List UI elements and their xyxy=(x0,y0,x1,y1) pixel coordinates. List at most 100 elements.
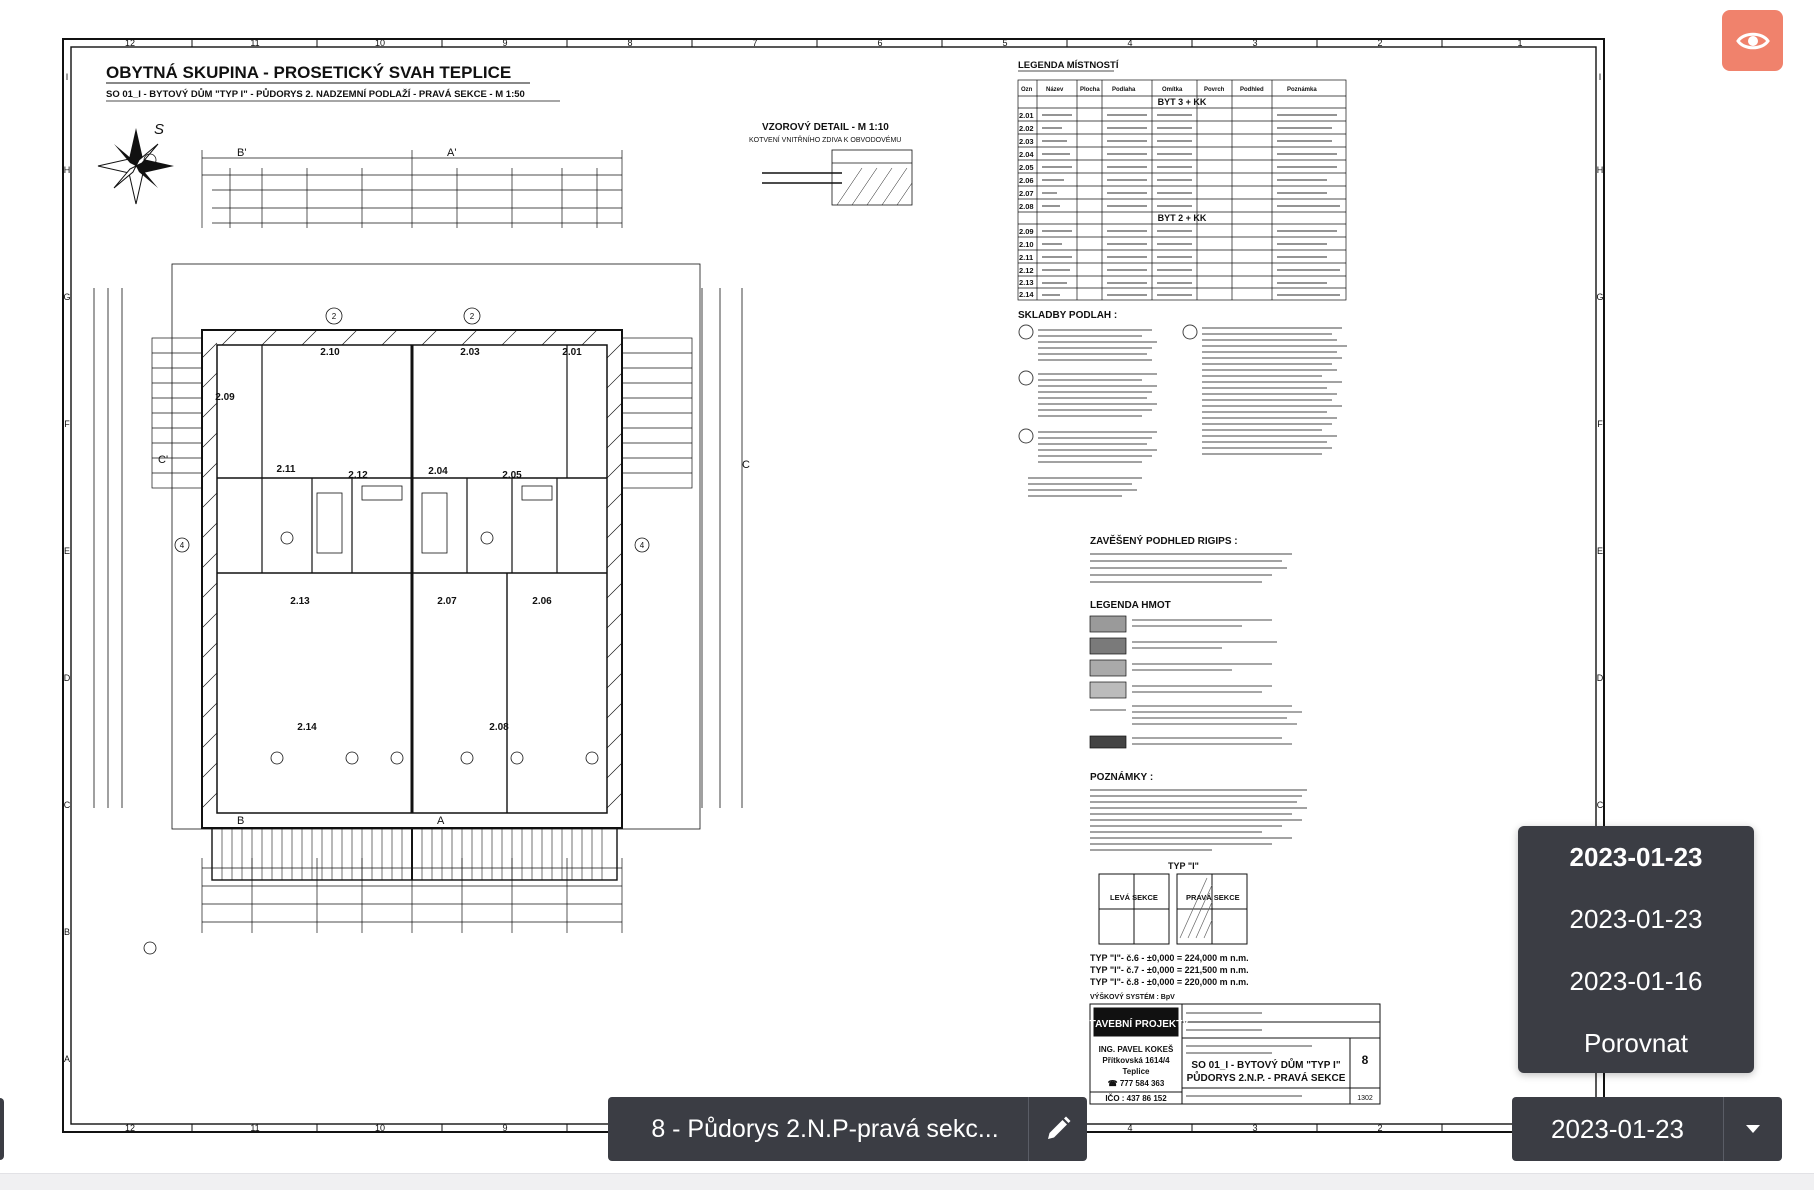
detail-subtitle: KOTVENÍ VNITŘNÍHO ZDIVA K OBVODOVÉMU xyxy=(749,135,901,144)
room-number: 2.11 xyxy=(277,464,296,475)
legend-room: 2.05 xyxy=(1019,163,1034,172)
legend-room: 2.09 xyxy=(1019,227,1034,236)
room-number: 2.12 xyxy=(348,470,368,481)
legend-col-header: Omítka xyxy=(1162,87,1183,93)
legend-room: 2.06 xyxy=(1019,176,1034,185)
grid-label: G xyxy=(1596,292,1603,302)
grid-label: I xyxy=(66,72,69,82)
legend-room: 2.12 xyxy=(1019,266,1034,275)
grid-label: 4 xyxy=(1127,1123,1132,1133)
notes-title: POZNÁMKY : xyxy=(1090,770,1153,783)
grid-label: 2 xyxy=(1377,1123,1382,1133)
grid-label: D xyxy=(1597,673,1604,683)
sheet-subtitle: SO 01_I - BYTOVÝ DŮM "TYP I" - PŮDORYS 2… xyxy=(106,88,525,100)
legend-col-header: Povrch xyxy=(1204,87,1225,93)
version-option[interactable]: 2023-01-23 xyxy=(1569,903,1703,934)
north-label: S xyxy=(154,121,164,138)
drawing-sheet[interactable]: 12 11 10 9 8 7 6 5 4 3 2 1 12 11 10 9 8 … xyxy=(62,38,1605,1133)
room-number: 2.09 xyxy=(215,392,235,403)
room-number: 2.10 xyxy=(320,347,340,358)
materials-legend xyxy=(1089,615,1302,749)
height-system: VÝŠKOVÝ SYSTÉM : BpV xyxy=(1090,992,1175,1001)
stamp-sheet-number: 8 xyxy=(1362,1053,1369,1067)
detail-title: VZOROVÝ DETAIL - M 1:10 xyxy=(762,120,889,133)
height-row: TYP "I"- č.7 - ±0,000 = 221,500 m n.m. xyxy=(1090,965,1249,975)
caret-down-icon xyxy=(1746,1125,1760,1133)
pencil-icon xyxy=(1048,1116,1071,1139)
eye-icon xyxy=(1735,32,1770,49)
version-option[interactable]: 2023-01-23 xyxy=(1569,841,1703,872)
grid-label: 12 xyxy=(125,38,135,48)
side-panel-handle[interactable] xyxy=(0,1098,4,1160)
edit-name-button[interactable] xyxy=(1029,1097,1087,1161)
toggle-visibility-button[interactable] xyxy=(1722,10,1783,71)
legend-room: 2.01 xyxy=(1019,111,1034,120)
grid-label: H xyxy=(1597,165,1604,175)
legend-col-header: Podlaha xyxy=(1112,87,1136,93)
document-name-bar: 8 - Půdorys 2.N.P-pravá sekc... xyxy=(608,1097,1087,1161)
grid-label: 10 xyxy=(375,38,385,48)
grid-label: 8 xyxy=(627,38,632,48)
legend-rooms-title: LEGENDA MÍSTNOSTÍ xyxy=(1018,60,1119,71)
version-select[interactable]: 2023-01-23 xyxy=(1512,1097,1782,1161)
room-number: 2.14 xyxy=(297,722,317,733)
version-option[interactable]: 2023-01-16 xyxy=(1569,965,1703,996)
room-number: 2.04 xyxy=(428,466,448,477)
grid-label: 2 xyxy=(1377,38,1382,48)
legend-group-title: BYT 2 + KK xyxy=(1158,213,1207,223)
legend-col-header: Ozn xyxy=(1021,87,1033,93)
version-caret-button[interactable] xyxy=(1724,1124,1782,1134)
bottom-strip xyxy=(0,1173,1814,1190)
legend-col-header: Poznámka xyxy=(1287,87,1317,93)
stamp-subtitle: PŮDORYS 2.N.P. - PRAVÁ SEKCE xyxy=(1187,1070,1346,1084)
separator xyxy=(1028,1097,1029,1161)
legend-col-header: Plocha xyxy=(1080,87,1100,93)
firm-address: Přítkovská 1614/4 xyxy=(1102,1056,1170,1065)
legend-room: 2.04 xyxy=(1019,150,1034,159)
grid-label: C xyxy=(1597,800,1604,810)
grid-label: 3 xyxy=(1252,38,1257,48)
axis-label: C' xyxy=(158,454,168,466)
room-number: 2.06 xyxy=(532,596,552,607)
grid-label: I xyxy=(1599,72,1602,82)
version-select-value: 2023-01-23 xyxy=(1551,1113,1684,1144)
grid-label: H xyxy=(64,165,71,175)
legend-room: 2.11 xyxy=(1019,253,1033,262)
axis-label: B' xyxy=(237,147,246,159)
grid-label: B xyxy=(64,927,70,937)
firm-city: Teplice xyxy=(1123,1067,1151,1076)
floor-compositions-title: SKLADBY PODLAH : xyxy=(1018,310,1117,321)
legend-room: 2.03 xyxy=(1019,137,1034,146)
version-dropdown-menu: 2023-01-23 2023-01-23 2023-01-16 Porovna… xyxy=(1518,826,1754,1073)
axis-label: A xyxy=(437,815,445,827)
document-name[interactable]: 8 - Půdorys 2.N.P-pravá sekc... xyxy=(651,1114,999,1143)
height-row: TYP "I"- č.8 - ±0,000 = 220,000 m n.m. xyxy=(1090,977,1249,987)
legend-room: 2.13 xyxy=(1019,278,1034,287)
type-label: TYP "I" xyxy=(1168,861,1199,871)
axis-number: 2 xyxy=(332,312,337,321)
grid-label: 1 xyxy=(1517,38,1522,48)
height-row: TYP "I"- č.6 - ±0,000 = 224,000 m n.m. xyxy=(1090,953,1249,963)
legend-group-title: BYT 3 + KK xyxy=(1158,97,1207,107)
grid-label: F xyxy=(64,419,70,429)
legend-room: 2.14 xyxy=(1019,290,1034,299)
axis-label: B xyxy=(237,815,244,827)
grid-label: E xyxy=(64,546,70,556)
floor-compositions-text xyxy=(1018,324,1347,497)
grid-label: 4 xyxy=(1127,38,1132,48)
ceiling-title: ZAVĚŠENÝ PODHLED RIGIPS : xyxy=(1090,534,1238,547)
grid-label: D xyxy=(64,673,71,683)
legend-room: 2.07 xyxy=(1019,189,1034,198)
firm-name: ING. PAVEL KOKEŠ xyxy=(1099,1045,1174,1054)
sheet-title: OBYTNÁ SKUPINA - PROSETICKÝ SVAH TEPLICE xyxy=(106,63,511,82)
section-right-label: PRAVÁ SEKCE xyxy=(1186,893,1240,902)
north-arrow-icon: S xyxy=(97,121,174,205)
grid-label: G xyxy=(63,292,70,302)
compare-option[interactable]: Porovnat xyxy=(1583,1027,1689,1058)
room-number: 2.08 xyxy=(489,722,509,733)
grid-label: E xyxy=(1597,546,1603,556)
axis-number: 2 xyxy=(470,312,475,321)
legend-col-header: Název xyxy=(1046,87,1064,93)
grid-label: 11 xyxy=(250,38,259,48)
